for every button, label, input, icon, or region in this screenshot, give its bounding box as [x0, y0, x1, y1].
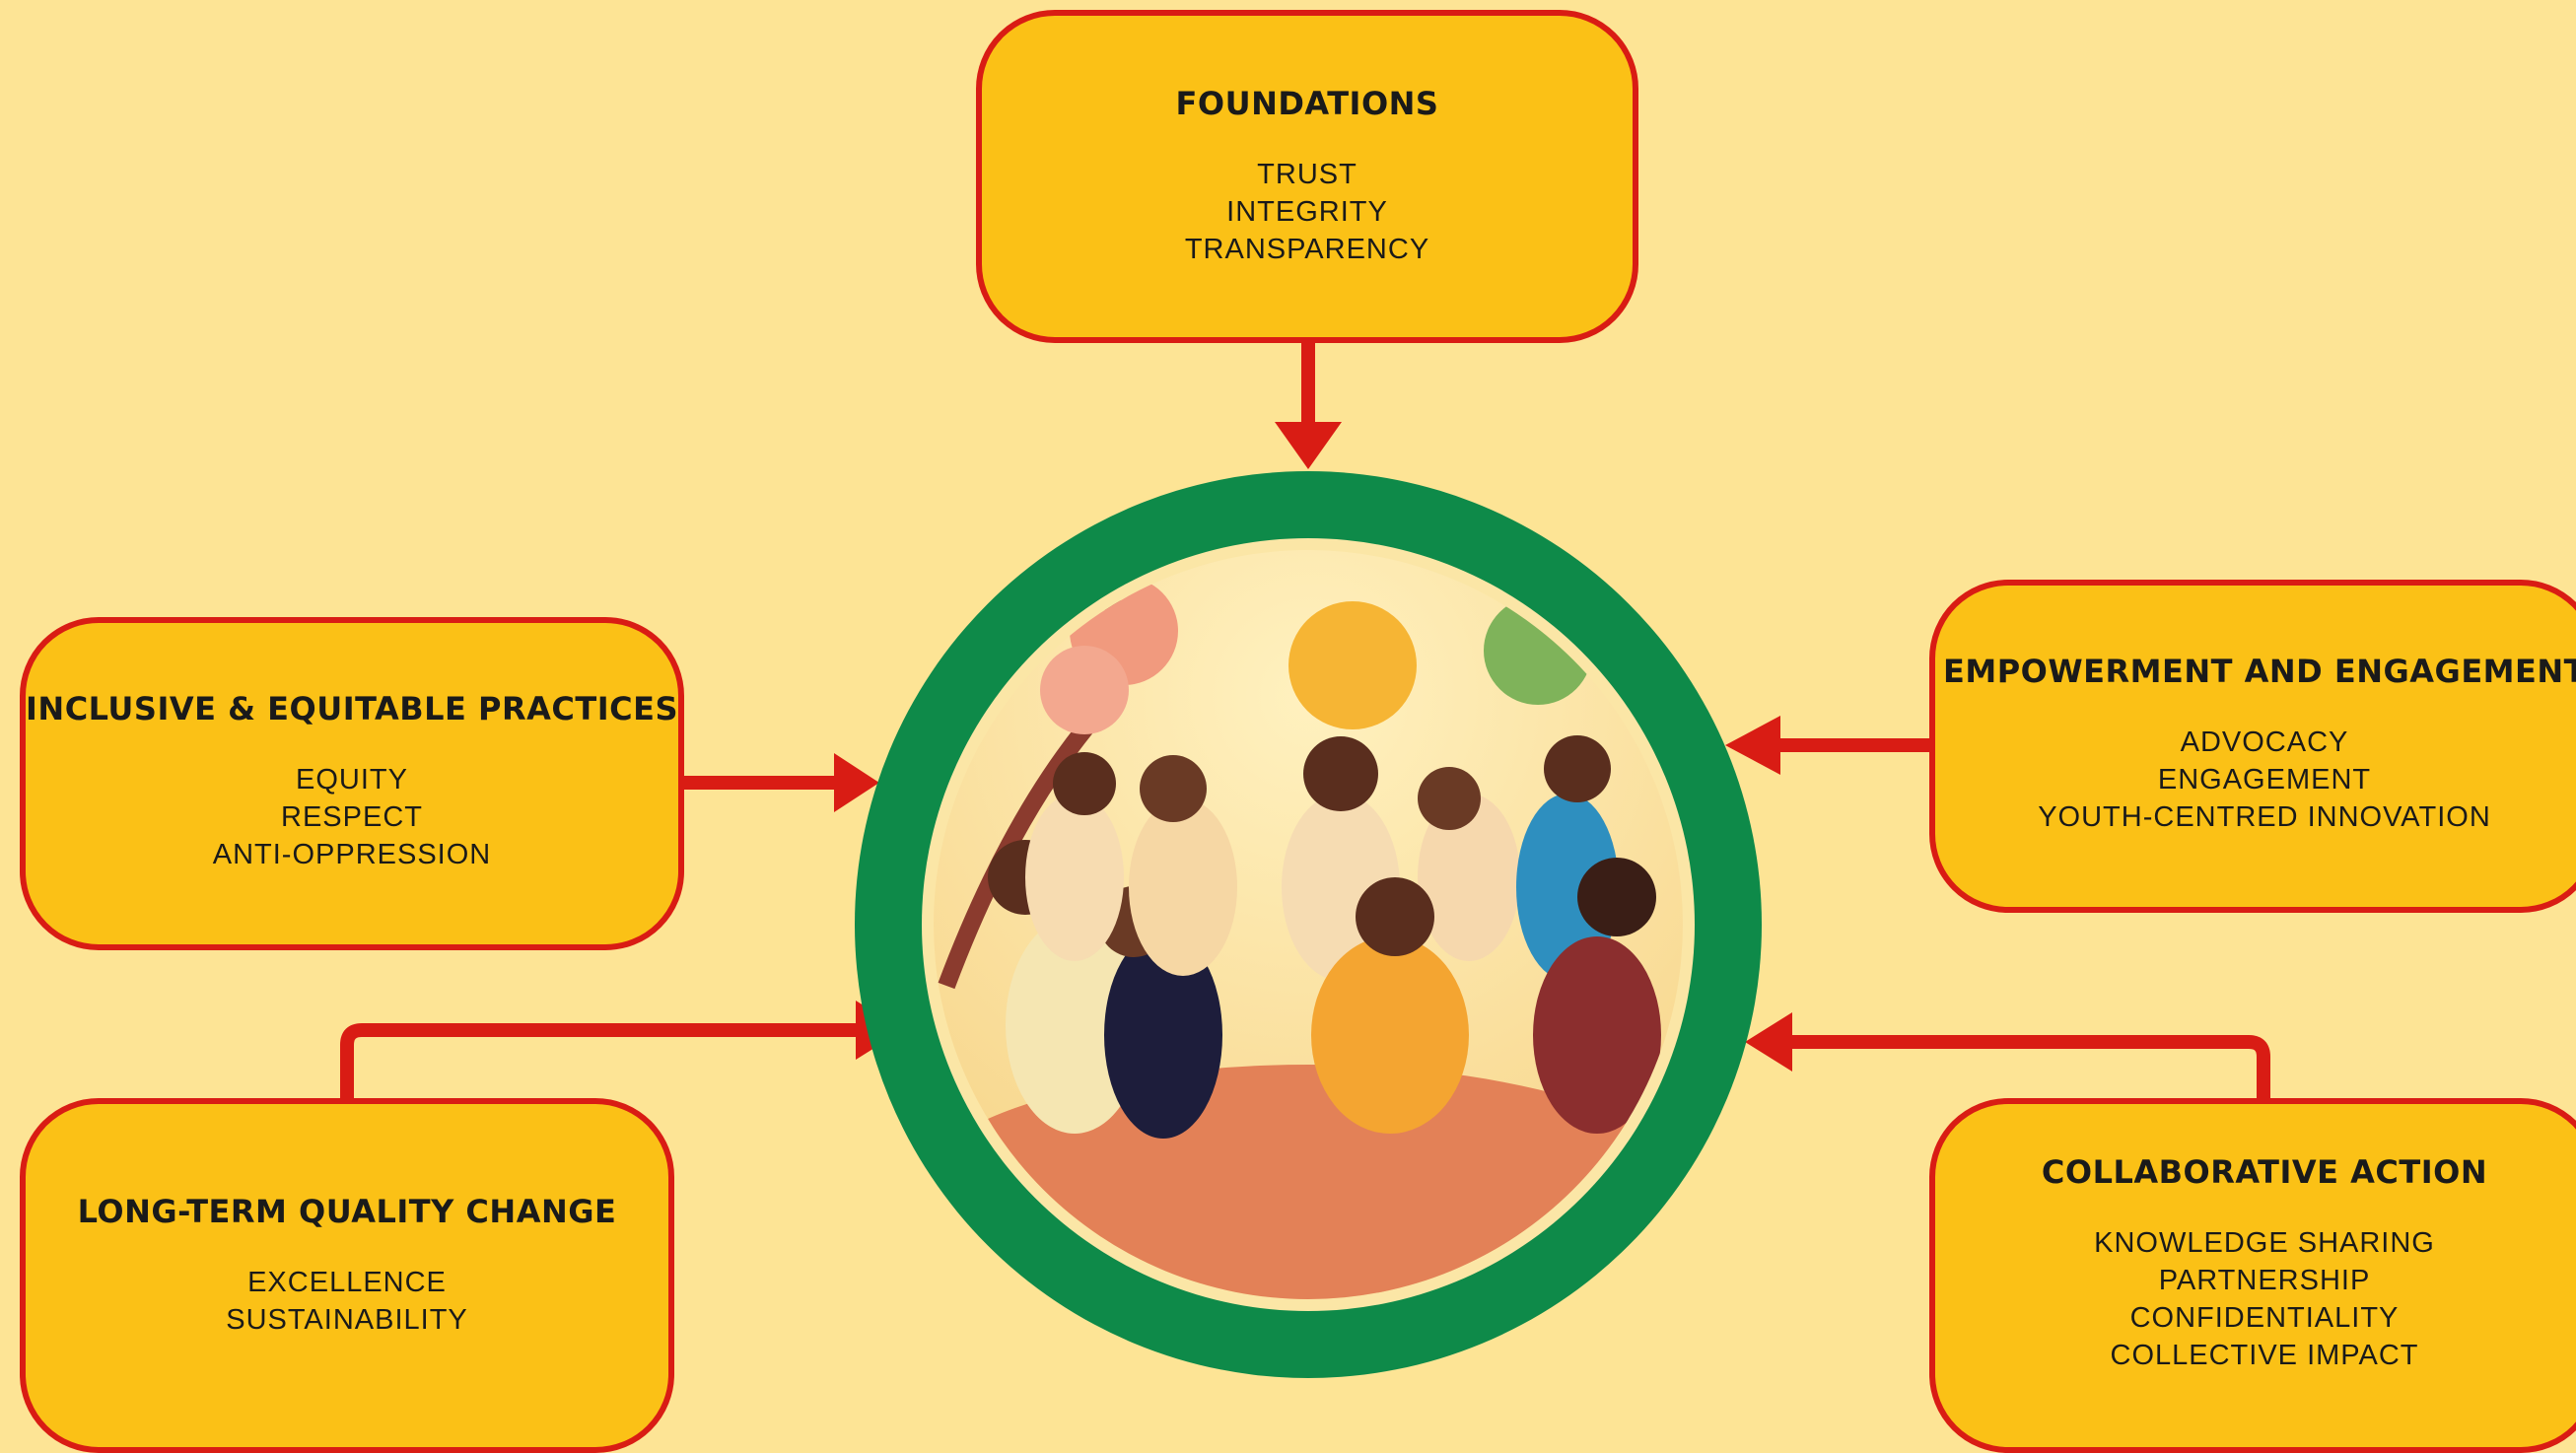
longterm-item: SUSTAINABILITY	[226, 1304, 468, 1336]
foundations-item: INTEGRITY	[1226, 196, 1388, 228]
inclusive-item: EQUITY	[296, 764, 408, 796]
center-emblem	[855, 471, 1762, 1378]
inclusive-practices-box: INCLUSIVE & EQUITABLE PRACTICES EQUITY R…	[20, 617, 684, 950]
inclusive-item: ANTI-OPPRESSION	[212, 839, 492, 870]
inclusive-item: RESPECT	[281, 801, 423, 833]
collaborative-item: PARTNERSHIP	[2158, 1265, 2371, 1296]
sun-icon	[1288, 601, 1417, 729]
long-term-change-box: LONG-TERM QUALITY CHANGE EXCELLENCE SUST…	[20, 1098, 674, 1453]
arrowhead-right-1	[834, 753, 879, 812]
collaborative-action-box: COLLABORATIVE ACTION KNOWLEDGE SHARING P…	[1929, 1098, 2576, 1453]
empowerment-list: ADVOCACY ENGAGEMENT YOUTH-CENTRED INNOVA…	[2038, 724, 2491, 836]
empowerment-box: EMPOWERMENT AND ENGAGEMENT ADVOCACY ENGA…	[1929, 580, 2576, 913]
arrowhead-down	[1275, 422, 1342, 469]
empowerment-item: YOUTH-CENTRED INNOVATION	[2038, 801, 2491, 833]
collaborative-list: KNOWLEDGE SHARING PARTNERSHIP CONFIDENTI…	[2094, 1224, 2435, 1374]
arrowhead-left-2	[1745, 1012, 1792, 1072]
arrow-collab-to-center	[1789, 1035, 2270, 1098]
connector-arrows	[340, 343, 2270, 1098]
people-illustration	[934, 550, 1683, 1299]
inclusive-title: INCLUSIVE & EQUITABLE PRACTICES	[26, 690, 678, 727]
person-figures	[988, 735, 1661, 1139]
foundations-item: TRANSPARENCY	[1184, 234, 1430, 265]
longterm-item: EXCELLENCE	[247, 1267, 447, 1298]
foundations-list: TRUST INTEGRITY TRANSPARENCY	[1185, 156, 1429, 268]
collaborative-item: KNOWLEDGE SHARING	[2094, 1227, 2435, 1259]
collaborative-item: COLLECTIVE IMPACT	[2110, 1340, 2419, 1371]
arrowhead-left-1	[1725, 716, 1780, 775]
empowerment-item: ADVOCACY	[2180, 726, 2349, 758]
empowerment-item: ENGAGEMENT	[2157, 764, 2372, 796]
inclusive-list: EQUITY RESPECT ANTI-OPPRESSION	[213, 761, 492, 873]
foundations-box: FOUNDATIONS TRUST INTEGRITY TRANSPARENCY	[976, 10, 1638, 343]
longterm-title: LONG-TERM QUALITY CHANGE	[77, 1193, 617, 1230]
foundations-title: FOUNDATIONS	[1175, 85, 1439, 122]
collaborative-title: COLLABORATIVE ACTION	[2041, 1153, 2488, 1191]
collaborative-item: CONFIDENTIALITY	[2129, 1302, 2400, 1334]
empowerment-title: EMPOWERMENT AND ENGAGEMENT	[1943, 653, 2576, 690]
arrow-longterm-to-center	[340, 1023, 858, 1098]
longterm-list: EXCELLENCE SUSTAINABILITY	[226, 1264, 468, 1339]
foundations-item: TRUST	[1257, 159, 1358, 190]
